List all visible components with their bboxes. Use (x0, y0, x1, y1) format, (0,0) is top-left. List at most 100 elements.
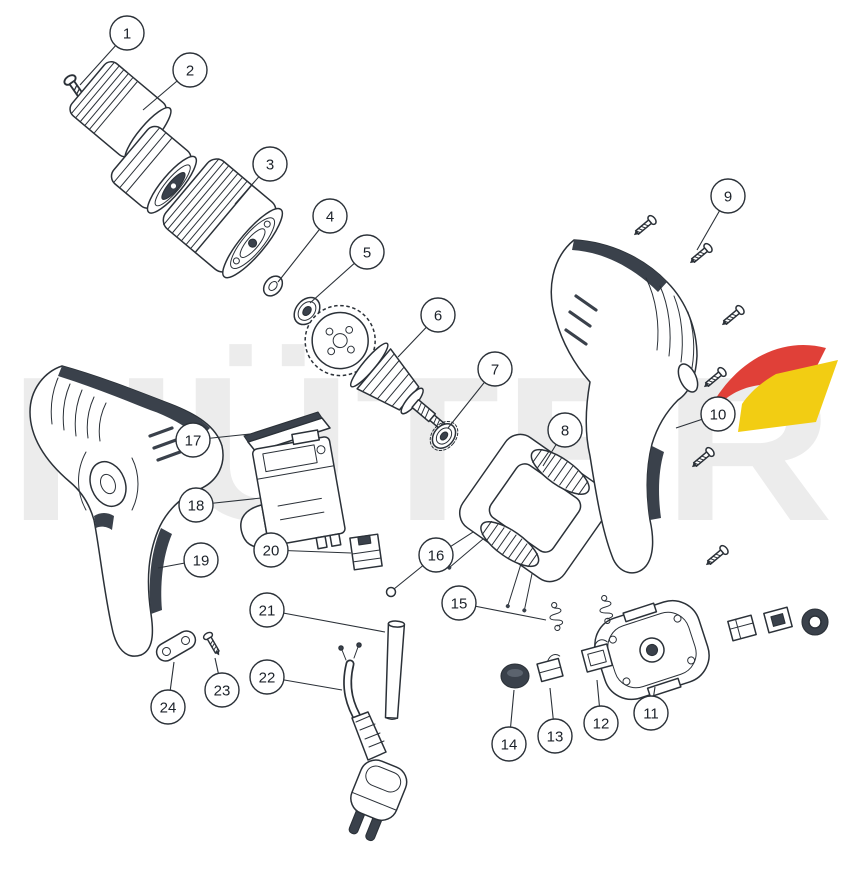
part-stator (437, 433, 612, 613)
callout-6: 6 (397, 297, 456, 358)
part-armature (304, 304, 446, 431)
callout-2: 2 (142, 52, 208, 111)
callout-number: 14 (501, 737, 518, 754)
part-brush-cartridges (727, 606, 829, 642)
part-brush-holder (580, 639, 614, 673)
callout-16: 16 (393, 537, 454, 590)
callout-number: 8 (561, 423, 569, 440)
callout-circle (420, 297, 456, 333)
callout-11: 11 (633, 686, 669, 731)
callout-circle (253, 532, 289, 568)
callout-circle (537, 718, 573, 754)
callout-circle (183, 542, 219, 578)
callout-number: 21 (259, 603, 276, 620)
callout-number: 20 (263, 543, 280, 560)
callout-circle (491, 726, 527, 762)
callout-circle (252, 146, 288, 182)
callout-circle (633, 695, 669, 731)
leader-line (266, 609, 386, 633)
callout-21: 21 (249, 592, 386, 633)
spring (547, 601, 565, 632)
callout-number: 15 (451, 596, 468, 613)
part-gearbox (162, 158, 284, 279)
part-carbon-brush (536, 654, 564, 683)
callout-circle (172, 52, 208, 88)
part-motor-end-cap (594, 599, 710, 701)
callout-number: 22 (259, 670, 276, 687)
callout-number: 18 (188, 498, 205, 515)
callout-20: 20 (253, 532, 352, 568)
callout-circle (312, 198, 348, 234)
callout-number: 10 (710, 407, 727, 424)
callout-15: 15 (441, 585, 547, 621)
part-housing-left (29, 365, 224, 657)
callout-number: 3 (266, 157, 274, 174)
callout-22: 22 (249, 659, 343, 695)
part-switch (240, 429, 346, 550)
callout-number: 17 (185, 433, 202, 450)
part-small-block (349, 533, 383, 571)
callout-circle (547, 412, 583, 448)
callout-10: 10 (675, 396, 736, 432)
callout-number: 19 (193, 553, 210, 570)
callout-number: 6 (434, 308, 442, 325)
screw (630, 213, 659, 240)
part-ring (801, 608, 829, 636)
callout-number: 13 (547, 729, 564, 746)
screw (686, 241, 715, 268)
callout-circle (441, 585, 477, 621)
callout-number: 9 (724, 189, 732, 206)
callout-14: 14 (491, 689, 527, 762)
part-tube (384, 620, 406, 720)
callout-19: 19 (157, 542, 219, 578)
callout-circle (477, 351, 513, 387)
part-housing-right (550, 239, 699, 574)
callout-number: 11 (643, 706, 659, 723)
screw (718, 303, 747, 330)
callout-number: 12 (593, 716, 610, 733)
callout-number: 4 (326, 209, 334, 226)
callout-circle (700, 396, 736, 432)
brand-flag-yellow-icon (738, 360, 838, 432)
part-chuck (110, 125, 198, 214)
callout-number: 1 (123, 26, 131, 43)
callout-1: 1 (79, 15, 145, 86)
callout-circle (249, 659, 285, 695)
callout-5: 5 (309, 234, 385, 304)
part-screw-handle (201, 630, 224, 659)
callout-23: 23 (204, 657, 240, 708)
part-bearing-rear (429, 421, 459, 451)
callout-number: 16 (428, 548, 445, 565)
callout-13: 13 (537, 687, 573, 754)
callout-circle (349, 234, 385, 270)
callout-number: 23 (214, 683, 231, 700)
callout-24: 24 (150, 661, 186, 725)
part-brush-cap (500, 663, 530, 689)
part-steel-ball (385, 586, 397, 598)
callout-number: 5 (363, 245, 371, 262)
callout-number: 7 (491, 362, 499, 379)
callout-12: 12 (583, 679, 619, 741)
callout-circle (418, 537, 454, 573)
callout-circle (109, 15, 145, 51)
callout-circle (204, 672, 240, 708)
callout-18: 18 (178, 487, 262, 523)
callout-number: 2 (186, 63, 194, 80)
part-washer (262, 275, 284, 297)
callout-3: 3 (234, 146, 288, 205)
callout-4: 4 (277, 198, 348, 283)
part-cord-clamp (155, 630, 197, 662)
callout-9: 9 (696, 178, 746, 251)
part-slide-plate (243, 411, 331, 453)
callout-circle (175, 422, 211, 458)
callout-number: 24 (160, 700, 177, 717)
callout-17: 17 (175, 422, 251, 458)
callout-circle (249, 592, 285, 628)
callout-circle (150, 689, 186, 725)
callout-8: 8 (542, 412, 583, 467)
callout-7: 7 (447, 351, 513, 429)
callout-circle (583, 705, 619, 741)
